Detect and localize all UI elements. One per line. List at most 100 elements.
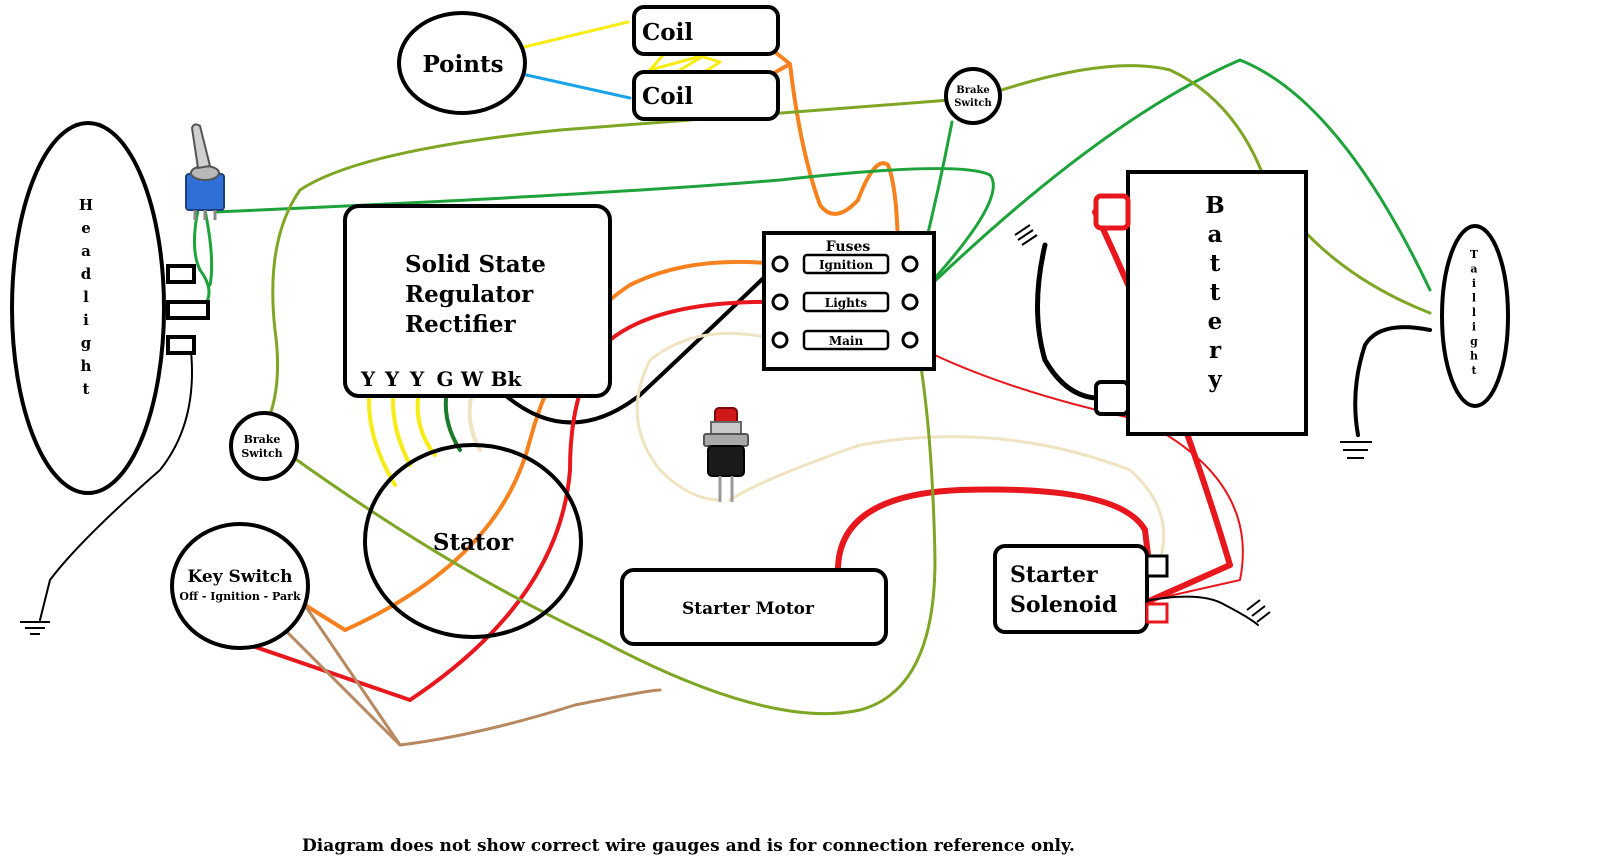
- footer-note: Diagram does not show correct wire gauge…: [302, 836, 1075, 856]
- fuse-body: [802, 253, 890, 275]
- battery-label-letter: B: [1205, 192, 1224, 219]
- ground-icon-taillight: [1340, 441, 1372, 459]
- headlight-label-letter: d: [81, 265, 92, 283]
- stator: Stator: [363, 443, 583, 639]
- fuses-title: Fuses: [826, 239, 871, 255]
- key-switch-label: Key Switch: [188, 567, 293, 587]
- wire-brake-taillight-olive: [993, 64, 1432, 315]
- solenoid-terminal-top: [1145, 554, 1169, 578]
- wire-brake-lights-olive: [288, 308, 937, 716]
- ground-icon-battery: [1014, 224, 1038, 246]
- starter-motor-label: Starter Motor: [682, 599, 815, 619]
- taillight-label-letter: l: [1472, 306, 1476, 319]
- fuse-terminal-right: [901, 293, 919, 311]
- headlight-label-letter: i: [83, 311, 89, 329]
- wire-points-coil-blue: [520, 72, 632, 100]
- headlight-label-letter: a: [81, 242, 91, 260]
- headlight-label-letter: l: [83, 288, 89, 306]
- taillight-label-letter: i: [1472, 321, 1476, 334]
- brake-switch-top-label-1: Brake: [956, 85, 990, 96]
- wire-keyswitch-brown-2: [298, 596, 402, 747]
- regulator-label-3: Rectifier: [405, 311, 516, 338]
- brake-switch-left-label-2: Switch: [241, 447, 282, 460]
- battery-label-letter: a: [1208, 221, 1223, 248]
- taillight-label-letter: a: [1470, 263, 1477, 276]
- wire-headswitch-headlight-green-2: [203, 208, 214, 287]
- wire-headlight-ground-black: [39, 341, 193, 621]
- brake-switch-top: Brake Switch: [944, 67, 1002, 125]
- regulator-terminal-bk: Bk: [491, 367, 523, 391]
- starter-solenoid-label-2: Solenoid: [1010, 592, 1117, 618]
- fuse-body: [802, 291, 890, 313]
- points: Points: [397, 11, 527, 115]
- headlight-label-letter: H: [79, 196, 93, 214]
- battery-label-letter: r: [1209, 337, 1222, 364]
- starter-solenoid-label-1: Starter: [1010, 562, 1098, 588]
- fuse-label: Ignition: [819, 258, 873, 272]
- brake-switch-left: Brake Switch: [229, 411, 299, 481]
- battery-label-letter: t: [1210, 279, 1221, 306]
- wire-regulator-stator-white: [467, 396, 482, 452]
- coil-bottom: Coil: [632, 70, 780, 121]
- key-switch: Key Switch Off - Ignition - Park: [170, 522, 310, 650]
- battery-positive-terminal: [1093, 193, 1131, 231]
- regulator-label-1: Solid State: [405, 251, 546, 278]
- wire-battery-ground-black: [1035, 242, 1098, 401]
- fuse-ignition: Ignition: [771, 253, 919, 275]
- headlight-label-letter: e: [81, 219, 91, 237]
- regulator-terminal-g: G: [436, 367, 453, 391]
- fuse-terminal-left: [771, 293, 789, 311]
- stator-label: Stator: [433, 529, 514, 556]
- points-label: Points: [422, 51, 503, 78]
- ground-icon-headlight: [20, 621, 50, 635]
- wire-solenoid-ground-black: [1139, 595, 1259, 626]
- wire-solenoid-startermotor-red: [835, 486, 1151, 571]
- fuse-lights: Lights: [771, 291, 919, 313]
- regulator-terminal-y: Y: [360, 367, 376, 391]
- starter-motor: Starter Motor: [620, 568, 888, 646]
- fuse-body: [802, 329, 890, 351]
- ground-icon-solenoid: [1246, 599, 1271, 623]
- headlight-label-letter: h: [81, 357, 92, 375]
- fuse-terminal-left: [771, 331, 789, 349]
- wire-regulator-stator-y2: [390, 396, 412, 467]
- ground-symbols: [20, 224, 1372, 635]
- wire-button-solenoid-tan: [728, 435, 1166, 602]
- battery-negative-terminal: [1094, 380, 1130, 416]
- wire-headswitch-headlight-green: [193, 208, 211, 307]
- wire-keyswitch-brown-1: [268, 613, 662, 747]
- wire-points-coil-yellow: [518, 20, 630, 50]
- coil-bottom-label: Coil: [642, 83, 693, 110]
- taillight-label-letter: h: [1470, 350, 1478, 363]
- fuse-terminal-left: [771, 255, 789, 273]
- wire-main-button-tan: [635, 331, 780, 502]
- wire-coils-ignition-orange: [763, 42, 900, 264]
- taillight-label-letter: T: [1470, 248, 1479, 261]
- starter-solenoid: Starter Solenoid: [993, 544, 1169, 634]
- regulator-label-2: Regulator: [405, 281, 534, 308]
- taillight-label-letter: g: [1470, 335, 1478, 348]
- wire-regulator-stator-y1: [366, 396, 397, 487]
- headlight-label-letter: g: [81, 334, 92, 352]
- taillight-label-letter: l: [1472, 292, 1476, 305]
- wire-regulator-stator-y3: [415, 396, 437, 457]
- wire-taillight-ground-black: [1353, 325, 1432, 437]
- regulator-terminal-w: W: [460, 367, 484, 391]
- headlight-toggle-switch-icon: [185, 123, 225, 220]
- headlight-label-letter: t: [83, 380, 90, 398]
- wire-lights-keyswitch-red: [233, 299, 780, 702]
- fuse-label: Lights: [825, 296, 868, 310]
- brake-switch-left-label-1: Brake: [244, 433, 281, 446]
- wire-regulator-ignition-black: [503, 262, 780, 425]
- regulator-terminal-y: Y: [384, 367, 400, 391]
- battery-label-letter: e: [1208, 308, 1223, 335]
- coil-top-label: Coil: [642, 19, 693, 46]
- battery-label-letter: t: [1210, 250, 1221, 277]
